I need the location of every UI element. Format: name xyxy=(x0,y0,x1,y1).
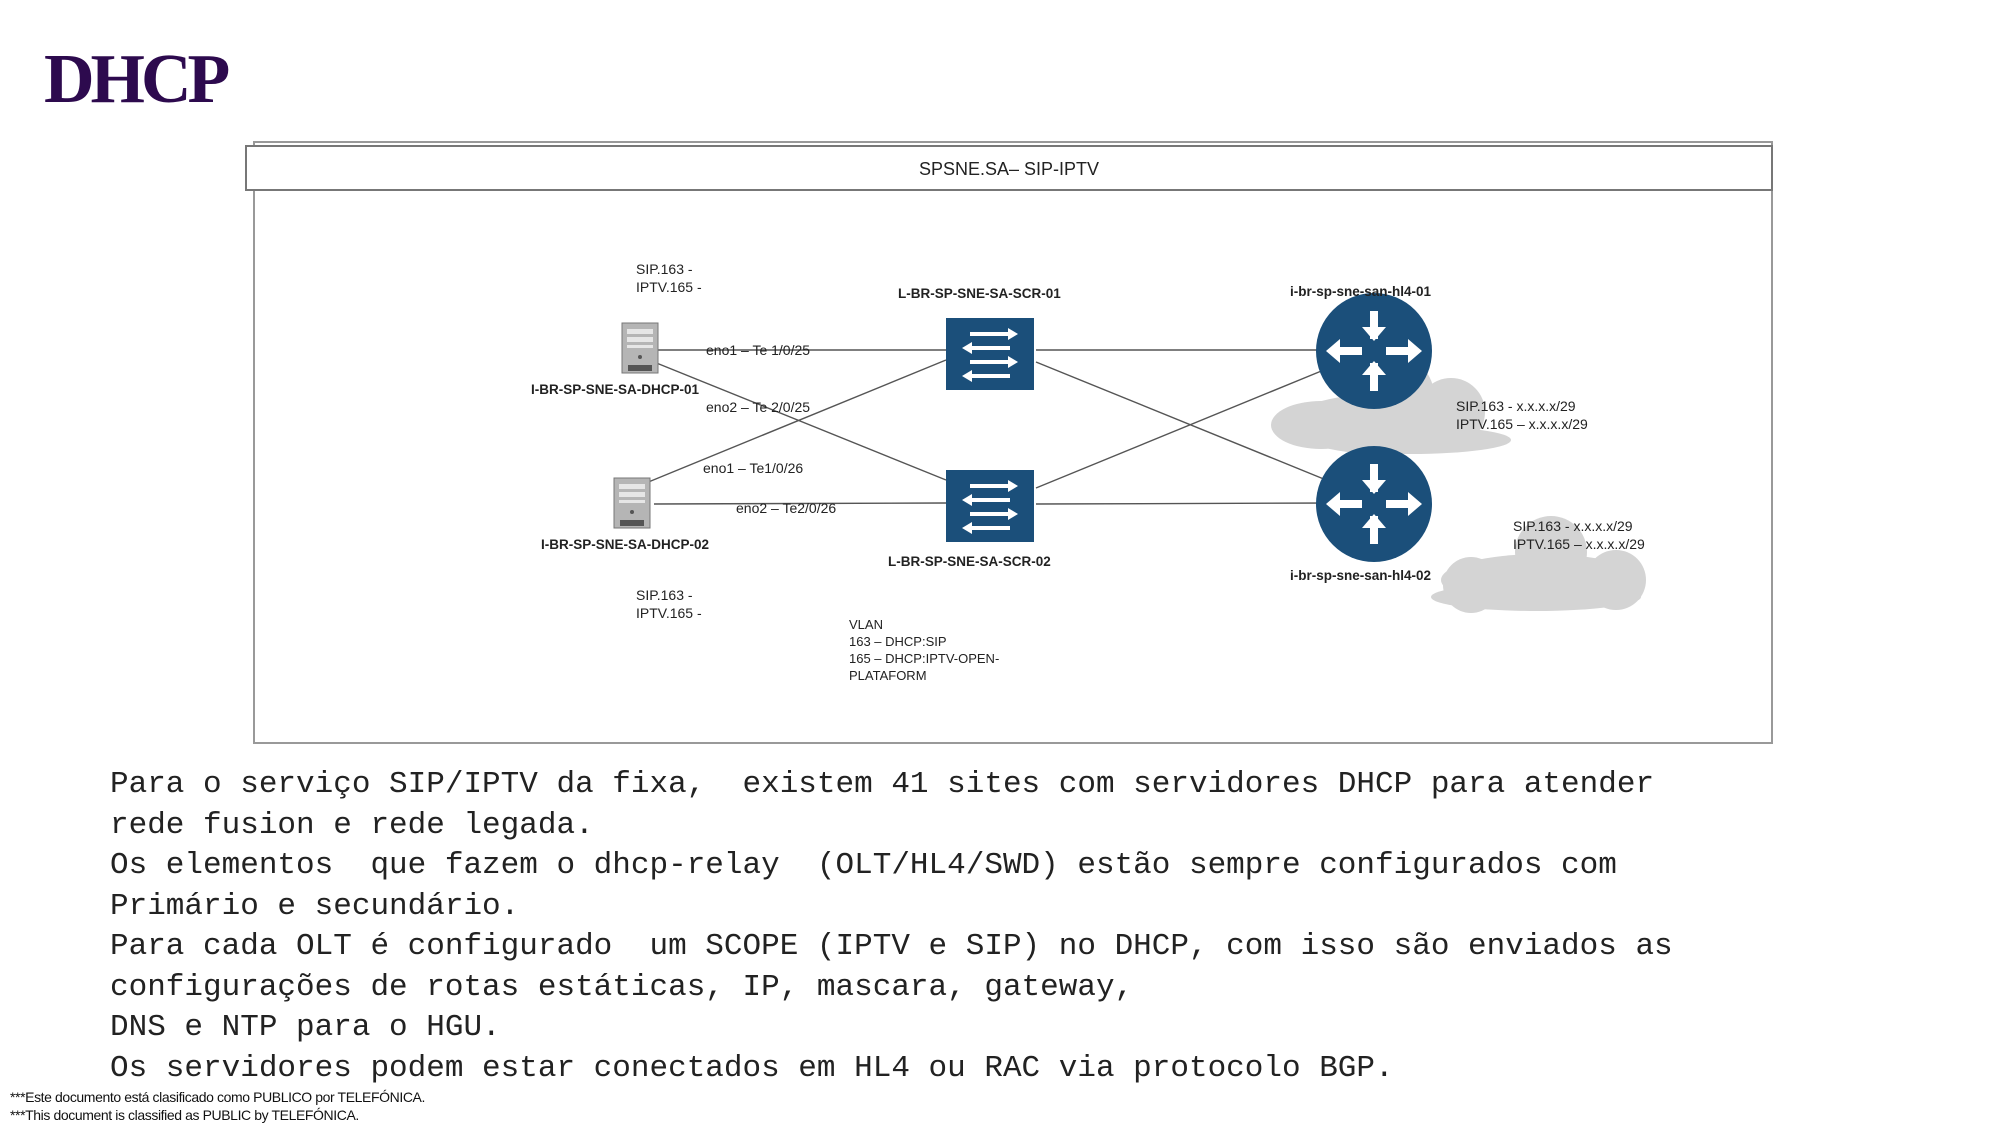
cloud-icon xyxy=(1431,516,1646,613)
classification-footer: ***Este documento está clasificado como … xyxy=(10,1088,425,1124)
link-scr02-hl402 xyxy=(1035,502,1337,505)
body-line: Para o serviço SIP/IPTV da fixa, existem… xyxy=(110,767,1655,802)
body-line: configurações de rotas estáticas, IP, ma… xyxy=(110,969,1134,1005)
server-label: I-BR-SP-SNE-SA-DHCP-02 xyxy=(541,537,709,552)
server-annotation: SIP.163 - xyxy=(636,587,693,603)
server-annotation: SIP.163 - xyxy=(636,261,693,277)
network-diagram: SPSNE.SA– SIP-IPTV eno1 – Te 1/0/25 eno2… xyxy=(245,141,1773,744)
body-line: DNS e NTP para o HGU. xyxy=(110,1010,501,1045)
router-annotation: IPTV.165 – x.x.x.x/29 xyxy=(1513,536,1645,552)
switch-label: L-BR-SP-SNE-SA-SCR-01 xyxy=(898,286,1061,301)
router-annotation: SIP.163 - x.x.x.x/29 xyxy=(1513,518,1633,534)
server-annotation: IPTV.165 - xyxy=(636,605,702,621)
link-label: eno1 – Te 1/0/25 xyxy=(706,342,810,358)
diagram-frame xyxy=(253,141,1773,744)
link-dhcp02-scr02 xyxy=(653,502,947,505)
body-line: Os elementos que fazem o dhcp-relay (OLT… xyxy=(110,848,1617,883)
diagram-header: SPSNE.SA– SIP-IPTV xyxy=(919,159,1099,179)
switch-icon xyxy=(946,470,1034,542)
footer-line: ***Este documento está clasificado como … xyxy=(10,1089,425,1105)
vlan-legend: VLAN xyxy=(849,617,883,632)
switch-label: L-BR-SP-SNE-SA-SCR-02 xyxy=(888,554,1051,569)
body-line: Primário e secundário. xyxy=(110,888,520,924)
link-lines xyxy=(645,349,1337,505)
body-line: rede fusion e rede legada. xyxy=(110,807,594,843)
server-icon xyxy=(613,477,651,529)
body-text: Para o serviço SIP/IPTV da fixa, existem… xyxy=(110,765,1990,1089)
page-title: DHCP xyxy=(44,41,230,118)
link-label: eno1 – Te1/0/26 xyxy=(703,460,803,476)
router-label: i-br-sp-sne-san-hl4-01 xyxy=(1290,284,1432,299)
footer-line: ***This document is classified as PUBLIC… xyxy=(10,1107,359,1123)
link-dhcp01-scr02 xyxy=(653,361,947,481)
router-annotation: SIP.163 - x.x.x.x/29 xyxy=(1456,398,1576,414)
router-icon xyxy=(1316,446,1432,562)
body-line: Para cada OLT é configurado um SCOPE (IP… xyxy=(110,929,1673,964)
link-dhcp02-scr01 xyxy=(645,359,947,484)
vlan-legend: 165 – DHCP:IPTV-OPEN- xyxy=(849,651,999,666)
link-scr01-hl402 xyxy=(1035,361,1337,485)
body-line: Os servidores podem estar conectados em … xyxy=(110,1050,1394,1086)
server-label: I-BR-SP-SNE-SA-DHCP-01 xyxy=(531,382,700,397)
link-label: eno2 – Te 2/0/25 xyxy=(706,399,810,415)
vlan-legend: 163 – DHCP:SIP xyxy=(849,634,947,649)
diagram-header-bar xyxy=(245,145,1773,191)
server-annotation: IPTV.165 - xyxy=(636,279,702,295)
router-label: i-br-sp-sne-san-hl4-02 xyxy=(1290,568,1431,583)
vlan-legend: PLATAFORM xyxy=(849,668,927,683)
link-label: eno2 – Te2/0/26 xyxy=(736,500,836,516)
router-annotation: IPTV.165 – x.x.x.x/29 xyxy=(1456,416,1588,432)
link-scr02-hl401 xyxy=(1035,364,1337,489)
switch-icon xyxy=(946,318,1034,390)
server-icon xyxy=(621,322,659,374)
router-icon xyxy=(1316,293,1432,409)
